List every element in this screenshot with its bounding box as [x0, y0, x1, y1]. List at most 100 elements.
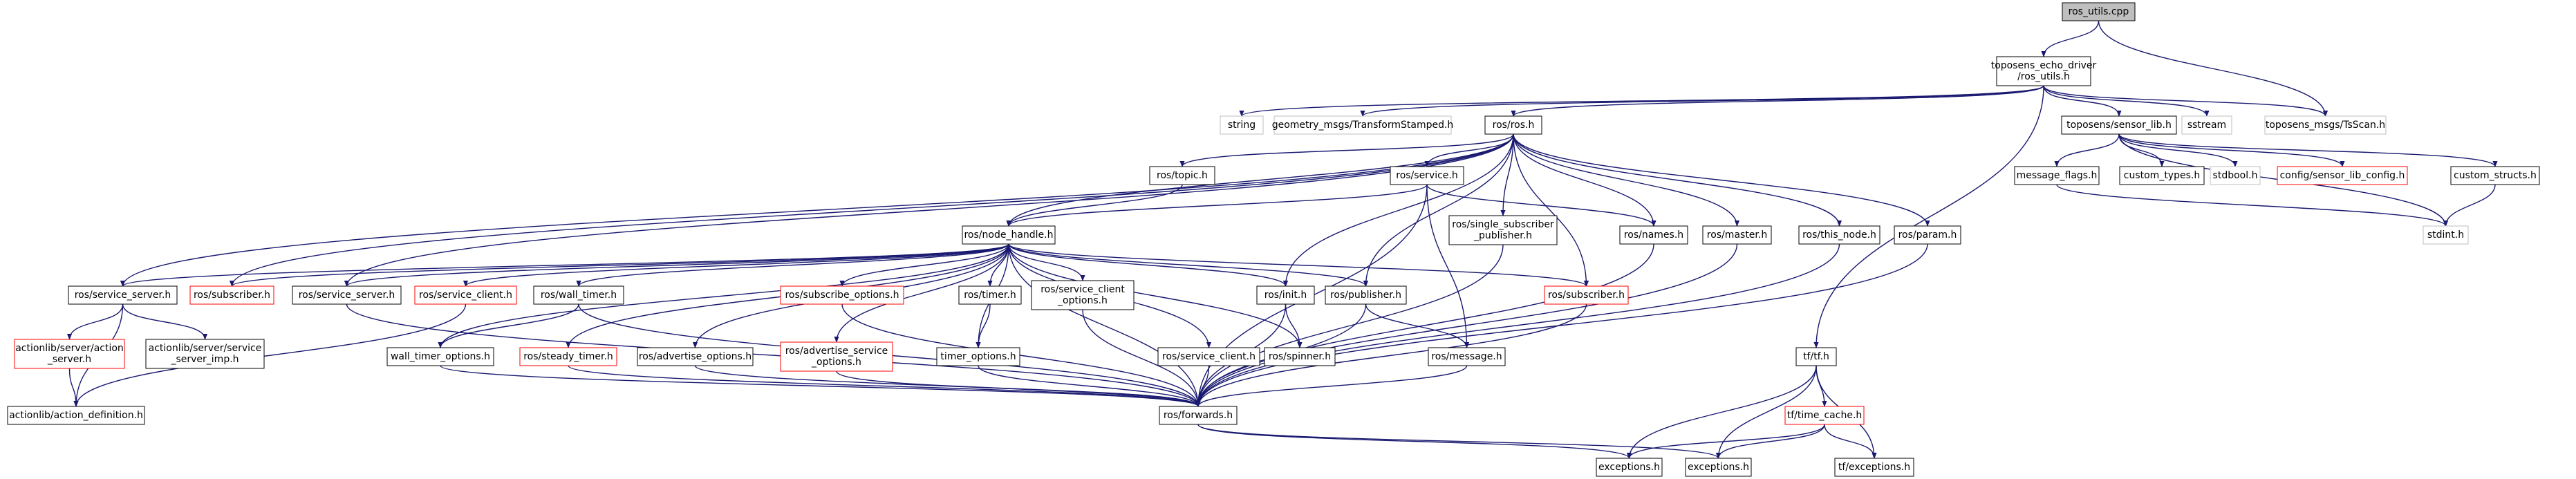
node-ros-spinner-h[interactable]: ros/spinner.h [1264, 347, 1336, 366]
node-label: ros/param.h [1898, 229, 1957, 241]
node-actionlib-server-action-server-h[interactable]: actionlib/server/action_server.h [14, 339, 125, 369]
node-actionlib-action-definition-h[interactable]: actionlib/action_definition.h [7, 406, 145, 425]
edge-tf-time-cache-h-to-exceptions-h-a [1626, 424, 1825, 459]
node-box [1596, 458, 1663, 477]
node-tf-tf-h[interactable]: tf/tf.h [1795, 347, 1837, 366]
node-ros-steady-timer-h[interactable]: ros/steady_timer.h [519, 347, 617, 366]
node-ros-timer-h[interactable]: ros/timer.h [958, 285, 1022, 305]
node-ros-init-h[interactable]: ros/init.h [1256, 285, 1315, 305]
node-box [14, 339, 125, 369]
node-label: ros/service_server.h [75, 290, 171, 301]
node-ros-utils-cpp[interactable]: ros_utils.cpp [2062, 2, 2136, 21]
edge-ros-node-handle-h-to-wall-timer-options-h [438, 243, 1009, 348]
node-box [1264, 347, 1336, 366]
node-ros-service-client-options-h[interactable]: ros/service_client_options.h [1031, 280, 1135, 310]
node-ros-service-server-h-b[interactable]: ros/service_server.h [292, 285, 402, 305]
node-label: actionlib/server/service [149, 343, 262, 354]
edge-timer-options-h-to-ros-forwards-h [978, 365, 1201, 407]
node-ros-param-h[interactable]: ros/param.h [1894, 225, 1961, 245]
node-label: timer_options.h [940, 351, 1016, 362]
node-label: stdint.h [2427, 229, 2464, 241]
edge-ros-ros-h-to-ros-subscriber-h-a [230, 133, 1514, 287]
edge-custom-structs-h-to-stdint-h [2443, 184, 2496, 227]
node-ros-service-client-h-b[interactable]: ros/service_client.h [1157, 347, 1260, 366]
node-box [414, 285, 517, 305]
node-label: ros/subscribe_options.h [785, 290, 899, 301]
node-ros-subscriber-h-b[interactable]: ros/subscriber.h [1544, 285, 1629, 305]
node-custom-types-h[interactable]: custom_types.h [2119, 166, 2205, 185]
node-label: ros/forwards.h [1164, 410, 1233, 421]
node-ros-single-subscriber-publisher-h[interactable]: ros/single_subscriber_publisher.h [1448, 215, 1558, 245]
node-ros-service-client-h-a[interactable]: ros/service_client.h [414, 285, 517, 305]
edge-ros-ros-h-to-ros-service-server-h-a [120, 133, 1514, 287]
node-label: ros_utils.cpp [2069, 6, 2129, 17]
node-ros-advertise-service-options-h[interactable]: ros/advertise_service_options.h [780, 341, 893, 372]
node-ros-names-h[interactable]: ros/names.h [1619, 225, 1688, 245]
node-box [2210, 166, 2261, 185]
node-ros-advertise-options-h[interactable]: ros/advertise_options.h [637, 347, 754, 366]
node-wall-timer-options-h[interactable]: wall_timer_options.h [386, 347, 494, 366]
edge-ros-init-h-to-ros-spinner-h [1285, 303, 1303, 348]
node-box [2277, 166, 2408, 185]
node-box [7, 406, 145, 425]
node-box [1544, 285, 1629, 305]
edge-ros-ros-h-to-ros-param-h [1513, 133, 1930, 227]
node-toposens-sensor-lib-h[interactable]: toposens/sensor_lib.h [2061, 115, 2177, 135]
node-ros-subscribe-options-h[interactable]: ros/subscribe_options.h [780, 285, 904, 305]
node-label: ros/publisher.h [1330, 290, 1401, 301]
node-box [1685, 458, 1752, 477]
node-config-sensor-lib-config-h[interactable]: config/sensor_lib_config.h [2277, 166, 2408, 185]
node-ros-publisher-h[interactable]: ros/publisher.h [1325, 285, 1407, 305]
node-ros-master-h[interactable]: ros/master.h [1702, 225, 1772, 245]
node-box [962, 225, 1056, 245]
node-ros-service-h[interactable]: ros/service.h [1390, 166, 1464, 185]
edge-ros-this-node-h-to-ros-forwards-h [1195, 243, 1840, 407]
node-box [1325, 285, 1407, 305]
node-string[interactable]: string [1220, 115, 1264, 135]
edge-ros-ros-h-to-ros-node-handle-h [1006, 133, 1514, 227]
node-ros-this-node-h[interactable]: ros/this_node.h [1798, 225, 1880, 245]
node-layer: ros_utils.cpp toposens_echo_driver/ros_ut… [7, 2, 2540, 477]
node-label: ros/subscriber.h [1548, 290, 1625, 301]
node-label: tf/time_cache.h [1787, 410, 1863, 421]
edge-ros-publisher-h-to-ros-message-h [1365, 303, 1470, 348]
node-ros-wall-timer-h[interactable]: ros/wall_timer.h [533, 285, 624, 305]
node-box [1031, 280, 1135, 310]
node-ros-subscriber-h-a[interactable]: ros/subscriber.h [189, 285, 274, 305]
node-ros-ros-h[interactable]: ros/ros.h [1484, 115, 1542, 135]
node-label: ros/spinner.h [1269, 351, 1331, 362]
node-box [2450, 166, 2540, 185]
node-stdint-h[interactable]: stdint.h [2423, 225, 2469, 245]
edge-ros-node-handle-h-to-ros-service-client-options-h [1008, 243, 1085, 281]
node-tf-time-cache-h[interactable]: tf/time_cache.h [1784, 406, 1865, 425]
node-actionlib-server-service-server-imp-h[interactable]: actionlib/server/service_server_imp.h [145, 339, 265, 369]
node-box [2264, 115, 2387, 135]
node-label: ros/message.h [1431, 351, 1502, 362]
node-toposens-echo-driver-ros-utils-h[interactable]: toposens_echo_driver/ros_utils.h [1991, 56, 2097, 86]
node-tf-exceptions-h[interactable]: tf/exceptions.h [1834, 458, 1914, 477]
node-ros-node-handle-h[interactable]: ros/node_handle.h [962, 225, 1056, 245]
node-toposens-msgs-tsscan-h[interactable]: toposens_msgs/TsScan.h [2264, 115, 2387, 135]
node-ros-service-server-h-a[interactable]: ros/service_server.h [68, 285, 178, 305]
node-custom-structs-h[interactable]: custom_structs.h [2450, 166, 2540, 185]
node-ros-message-h[interactable]: ros/message.h [1428, 347, 1506, 366]
edge-ros-node-handle-h-to-ros-wall-timer-h [576, 243, 1009, 287]
node-box [1484, 115, 1542, 135]
edge-ros-node-handle-h-to-ros-service-server-h-a [120, 243, 1009, 287]
edge-ros-ros-h-to-ros-master-h [1513, 133, 1740, 227]
node-geometry-msgs-transformstamped-h[interactable]: geometry_msgs/TransformStamped.h [1272, 115, 1454, 135]
edge-wall-timer-options-h-to-ros-forwards-h [440, 365, 1201, 407]
node-message-flags-h[interactable]: message_flags.h [2014, 166, 2100, 185]
node-stdbool-h[interactable]: stdbool.h [2210, 166, 2261, 185]
edge-ros-node-handle-h-to-ros-subscribe-options-h [839, 243, 1009, 287]
node-ros-forwards-h[interactable]: ros/forwards.h [1159, 406, 1238, 425]
node-exceptions-h-b[interactable]: exceptions.h [1685, 458, 1752, 477]
node-ros-topic-h[interactable]: ros/topic.h [1149, 166, 1215, 185]
node-sstream[interactable]: sstream [2181, 115, 2232, 135]
edge-toposens-sensor-lib-h-to-config-sensor-lib-config-h [2118, 133, 2345, 167]
edge-ros-subscriber-h-b-to-ros-forwards-h [1195, 303, 1587, 407]
node-exceptions-h-a[interactable]: exceptions.h [1596, 458, 1663, 477]
edge-tf-tf-h-to-exceptions-h-b [1715, 365, 1817, 459]
node-timer-options-h[interactable]: timer_options.h [936, 347, 1020, 366]
